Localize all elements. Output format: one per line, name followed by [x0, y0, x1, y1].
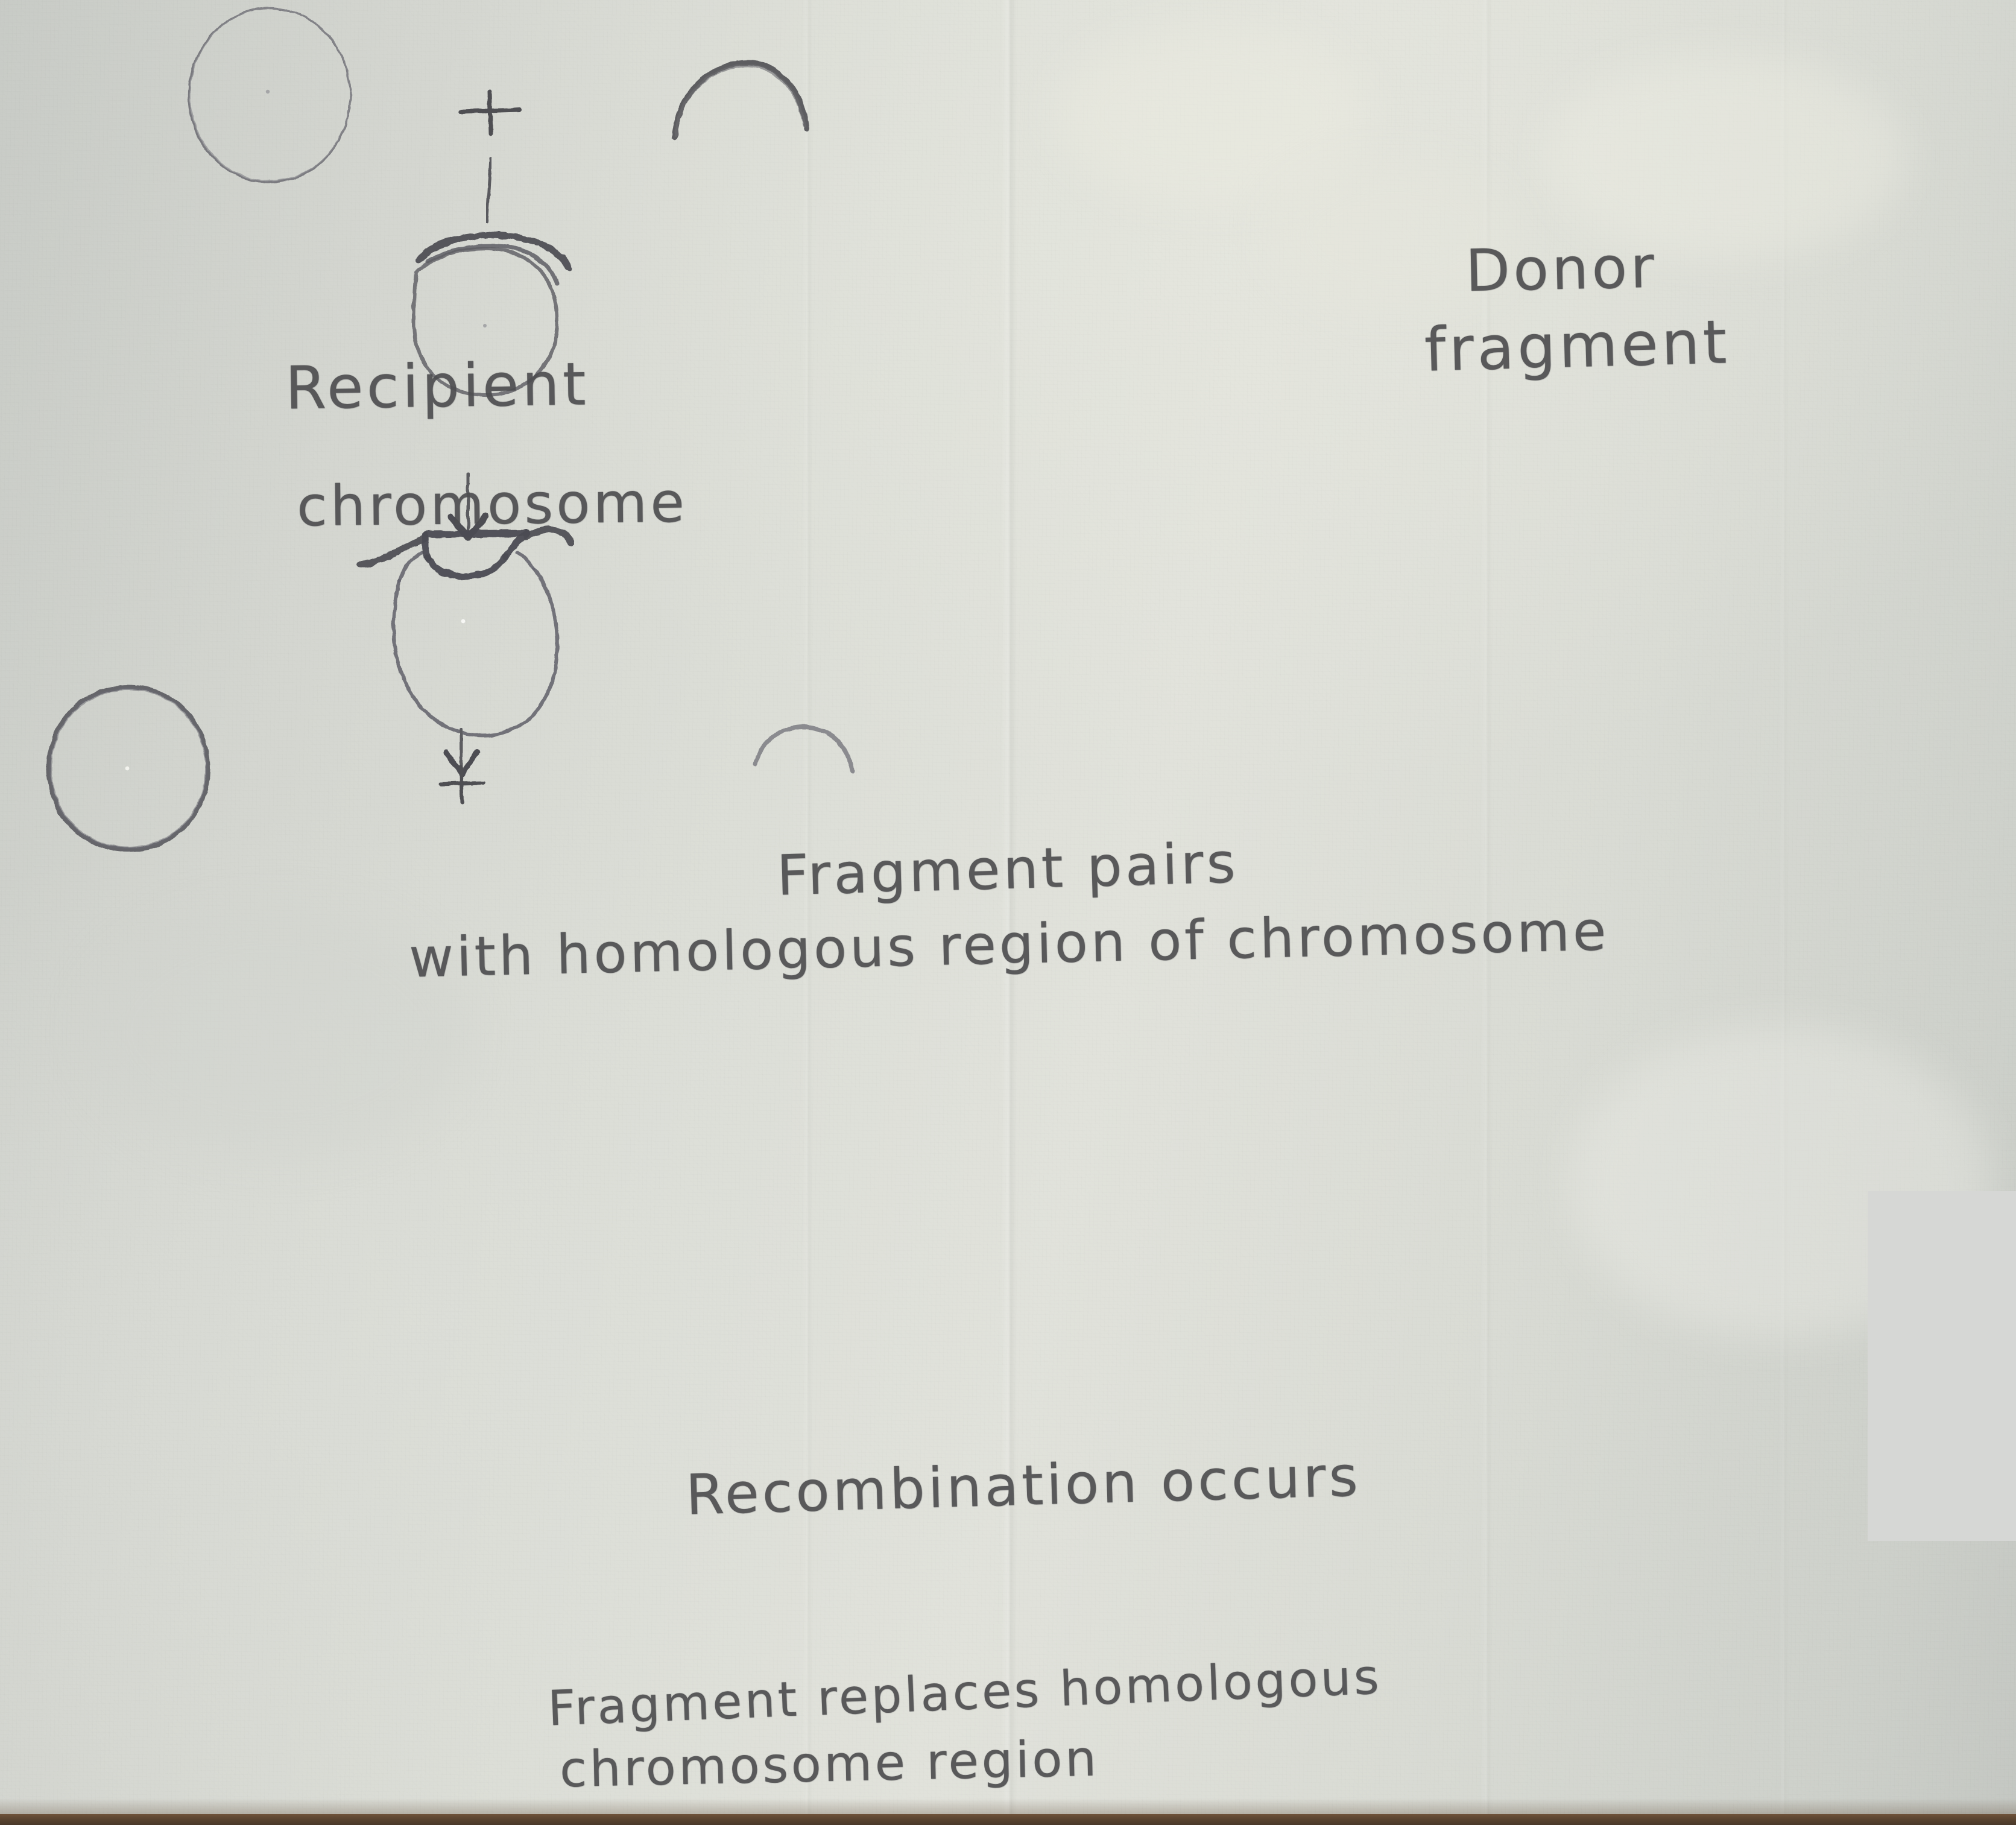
- desk-shadow: [0, 1798, 2016, 1814]
- label-replaces-line2: chromosome region: [559, 1730, 1100, 1799]
- label-donor-line1: Donor: [1464, 233, 1658, 305]
- chromosome-center-dot: [125, 766, 130, 771]
- paired-fragment-arc: [415, 232, 573, 271]
- crossover-chromosome-circle: [357, 526, 574, 738]
- paper-blotch: [1544, 54, 1906, 259]
- label-donor-line2: fragment: [1423, 306, 1731, 385]
- chromosome-center-dot: [483, 324, 487, 327]
- donor-fragment-arc: [671, 60, 810, 141]
- paper-crease: [802, 0, 813, 1825]
- label-fragment-pairs-line1: Fragment pairs: [776, 830, 1239, 908]
- paper-blotch: [84, 905, 470, 1158]
- paper-blotch: [1055, 24, 1369, 205]
- label-recipient-line2: chromosome: [296, 470, 688, 539]
- vertical-connector-line: [485, 157, 493, 224]
- plus-sign-bottom: [438, 765, 485, 804]
- recipient-chromosome-circle: [188, 7, 352, 183]
- desk-edge: [0, 1814, 2016, 1825]
- down-arrow-pairing: [447, 472, 489, 542]
- displaced-fragment-arc: [753, 724, 855, 774]
- label-recipient-line1: Recipient: [285, 350, 590, 423]
- paper-crease: [1779, 0, 1789, 1825]
- paper-blotch: [1266, 157, 1520, 314]
- paper-crease: [1001, 0, 1017, 1825]
- paired-chromosome-circle: [412, 243, 560, 397]
- crop-fill-patch: [1868, 1191, 2016, 1541]
- paper-crease: [1480, 0, 1493, 1825]
- recombinant-chromosome-circle: [46, 685, 210, 852]
- chromosome-center-dot: [265, 89, 270, 94]
- plus-sign-top: [458, 89, 522, 136]
- chromosome-center-dot: [461, 619, 466, 624]
